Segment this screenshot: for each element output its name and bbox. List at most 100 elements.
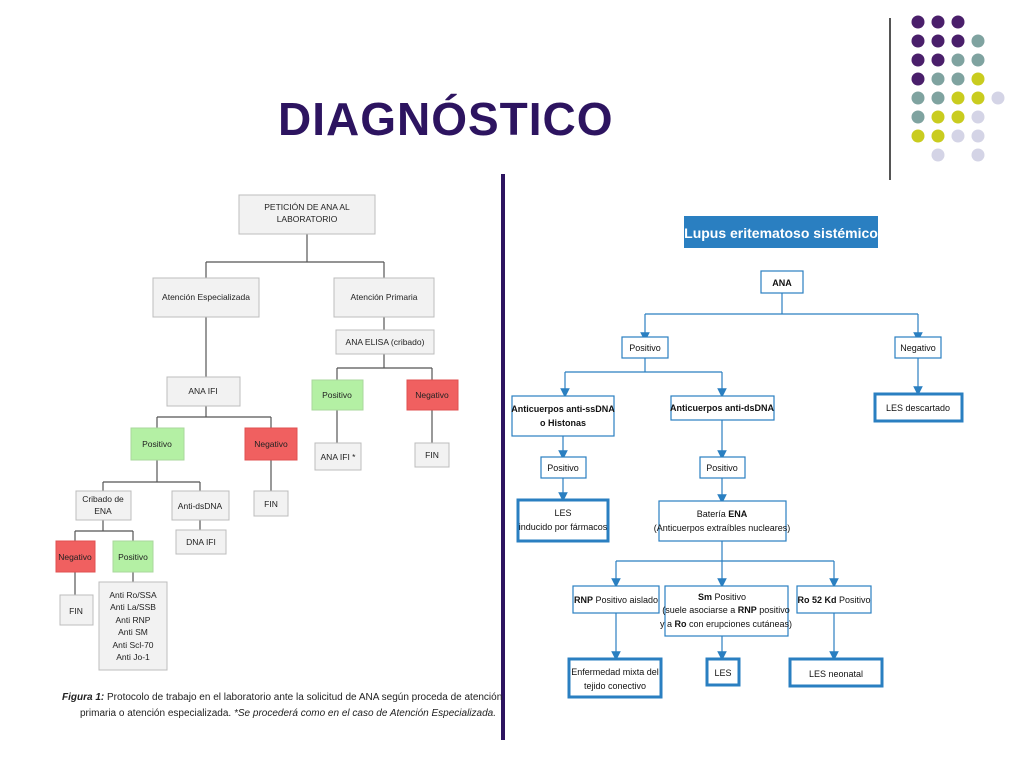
les-farmacos-line2: inducido por fármacos xyxy=(519,522,608,532)
anti-dsdna-left-label: Anti-dsDNA xyxy=(178,501,223,511)
sm-bold: Sm xyxy=(698,592,712,602)
les-label: LES xyxy=(714,668,731,678)
right-flowchart: Lupus eritematoso sistémico ANA Positivo xyxy=(511,216,964,699)
peticion-line1: PETICIÓN DE ANA AL xyxy=(264,202,350,212)
box-ana-elisa: ANA ELISA (cribado) xyxy=(335,329,435,355)
right-header-title: Lupus eritematoso sistémico xyxy=(684,225,878,241)
svg-text:RNP Positivo aislado: RNP Positivo aislado xyxy=(574,595,658,605)
box-atencion-especializada: Atención Especializada xyxy=(152,277,260,318)
positivo-primaria-label: Positivo xyxy=(322,390,352,400)
ana-ifi-label: ANA IFI xyxy=(188,386,217,396)
fin-primaria-label: FIN xyxy=(425,450,439,460)
box-anticuerpos-list: Anti Ro/SSA Anti La/SSB Anti RNP Anti SM… xyxy=(98,581,168,671)
box-negativo-especializada: Negativo xyxy=(244,427,298,461)
les-neonatal-label: LES neonatal xyxy=(809,669,863,679)
rbox-anti-ssdna: Anticuerpos anti-ssDNA o Histonas xyxy=(511,395,615,437)
svg-text:Batería ENA: Batería ENA xyxy=(697,509,748,519)
box-fin-especializada: FIN xyxy=(253,490,289,517)
rbox-bateria-ena: Batería ENA (Anticuerpos extraíbles nucl… xyxy=(654,500,791,542)
sm-l2a: (suele asociarse a xyxy=(662,605,738,615)
right-header: Lupus eritematoso sistémico xyxy=(684,216,878,248)
rbox-positivo-label: Positivo xyxy=(629,343,661,353)
rbox-les-farmacos: LES inducido por fármacos xyxy=(516,498,610,543)
enf-mixta-line1: Enfermedad mixta del xyxy=(571,667,659,677)
dna-ifi-label: DNA IFI xyxy=(186,537,216,547)
sm-l2b: RNP xyxy=(738,605,757,615)
rbox-positivo-b: Positivo xyxy=(699,456,746,479)
box-negativo-primaria: Negativo xyxy=(406,379,459,411)
ro-rest: Positivo xyxy=(837,595,871,605)
caption-line2a: primaria o atención especializada. xyxy=(80,708,231,719)
panel-divider xyxy=(501,174,505,740)
sm-rest: Positivo xyxy=(712,592,746,602)
positivo-cribado-label: Positivo xyxy=(118,552,148,562)
box-cribado-ena: Cribado de ENA xyxy=(75,490,132,521)
rbox-ana-label: ANA xyxy=(772,278,792,288)
left-connectors xyxy=(74,234,433,595)
right-connectors xyxy=(558,293,923,661)
rbox-rnp: RNP Positivo aislado xyxy=(572,585,660,614)
rbox-les: LES xyxy=(705,657,741,687)
anti-ssdna-line2: o Histonas xyxy=(540,418,586,428)
peticion-line2: LABORATORIO xyxy=(277,214,338,224)
cribado-line2: ENA xyxy=(94,506,112,516)
bateria-pre: Batería xyxy=(697,509,729,519)
box-peticion: PETICIÓN DE ANA AL LABORATORIO xyxy=(238,194,376,235)
svg-text:y a Ro con erupciones cutáneas: y a Ro con erupciones cutáneas) xyxy=(660,619,792,629)
anti-dsdna-right-label: Anticuerpos anti-dsDNA xyxy=(670,403,775,413)
svg-text:Sm Positivo: Sm Positivo xyxy=(698,592,746,602)
rbox-negativo-label: Negativo xyxy=(900,343,936,353)
anticuerpo-item: Anti Jo-1 xyxy=(116,652,150,662)
svg-text:(suele asociarse a RNP positiv: (suele asociarse a RNP positivo xyxy=(662,605,790,615)
rbox-les-descartado: LES descartado xyxy=(873,392,964,423)
figure-caption: Figura 1: Protocolo de trabajo en el lab… xyxy=(62,692,502,719)
ana-elisa-label: ANA ELISA (cribado) xyxy=(346,337,425,347)
sm-l3a: y a xyxy=(660,619,675,629)
atencion-primaria-label: Atención Primaria xyxy=(350,292,417,302)
rbox-ana: ANA xyxy=(760,270,804,294)
slide-title: DIAGNÓSTICO xyxy=(278,93,614,145)
box-dna-ifi: DNA IFI xyxy=(175,529,227,555)
svg-text:Figura 1: Protocolo de trabajo: Figura 1: Protocolo de trabajo en el lab… xyxy=(62,692,502,703)
sm-l2c: positivo xyxy=(757,605,790,615)
fin-especializada-label: FIN xyxy=(264,499,278,509)
enf-mixta-line2: tejido conectivo xyxy=(584,681,646,691)
rbox-negativo: Negativo xyxy=(894,336,942,359)
ana-ifi-star-label: ANA IFI * xyxy=(321,452,357,462)
anti-ssdna-line1: Anticuerpos anti-ssDNA xyxy=(511,404,615,414)
bateria-sub: (Anticuerpos extraíbles nucleares) xyxy=(654,523,791,533)
decorative-vertical-rule xyxy=(889,18,891,180)
les-farmacos-line1: LES xyxy=(554,508,571,518)
box-positivo-primaria: Positivo xyxy=(311,379,364,411)
positivo-b-label: Positivo xyxy=(706,463,738,473)
rbox-sm: Sm Positivo (suele asociarse a RNP posit… xyxy=(660,585,792,637)
bateria-bold: ENA xyxy=(728,509,748,519)
anticuerpo-item: Anti La/SSB xyxy=(110,602,156,612)
ro-bold: Ro 52 Kd xyxy=(797,595,836,605)
rbox-ro52: Ro 52 Kd Positivo xyxy=(796,585,872,614)
anticuerpo-item: Anti SM xyxy=(118,627,148,637)
left-flowchart: PETICIÓN DE ANA AL LABORATORIO Atención … xyxy=(55,194,502,719)
rbox-les-neonatal: LES neonatal xyxy=(788,657,884,688)
rbox-anti-dsdna: Anticuerpos anti-dsDNA xyxy=(670,395,775,421)
negativo-especializada-label: Negativo xyxy=(254,439,288,449)
rnp-bold: RNP xyxy=(574,595,593,605)
box-fin-cribado: FIN xyxy=(59,594,94,626)
caption-line1: Protocolo de trabajo en el laboratorio a… xyxy=(104,692,502,703)
rbox-positivo: Positivo xyxy=(621,336,669,359)
fin-cribado-label: FIN xyxy=(69,606,83,616)
anticuerpo-item: Anti Scl-70 xyxy=(112,640,153,650)
sm-l3c: con erupciones cutáneas) xyxy=(686,619,792,629)
box-atencion-primaria: Atención Primaria xyxy=(333,277,435,318)
negativo-primaria-label: Negativo xyxy=(415,390,449,400)
anticuerpo-item: Anti Ro/SSA xyxy=(109,590,157,600)
positivo-especializada-label: Positivo xyxy=(142,439,172,449)
box-ana-ifi: ANA IFI xyxy=(166,376,241,407)
rbox-enfermedad-mixta: Enfermedad mixta del tejido conectivo xyxy=(567,657,663,699)
svg-text:Ro 52 Kd Positivo: Ro 52 Kd Positivo xyxy=(797,595,870,605)
rnp-rest: Positivo aislado xyxy=(593,595,658,605)
svg-text:primaria o atención especializ: primaria o atención especializada. *Se p… xyxy=(80,708,496,719)
atencion-especializada-label: Atención Especializada xyxy=(162,292,250,302)
box-positivo-especializada: Positivo xyxy=(130,427,185,461)
